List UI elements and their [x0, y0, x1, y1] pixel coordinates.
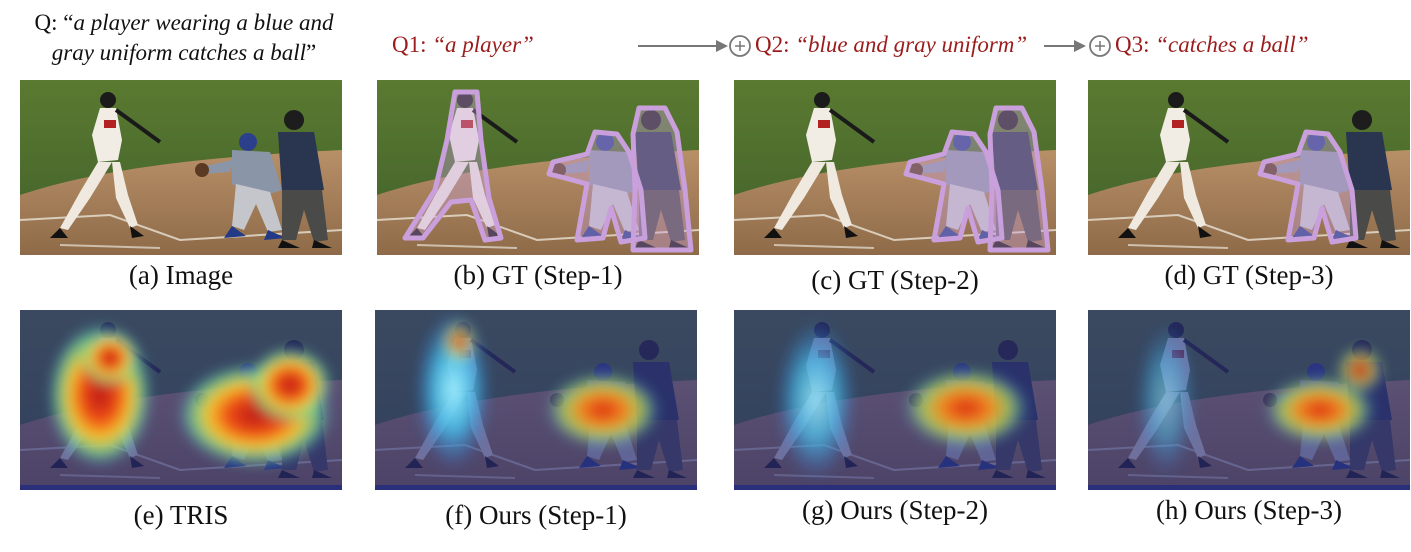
tris-heatmap	[20, 310, 342, 490]
caption-h: (h) Ours (Step-3)	[1156, 495, 1342, 525]
step-query-3: Q3: “catches a ball”	[1115, 32, 1309, 57]
caption-a: (a) Image	[128, 260, 234, 290]
panel-ours-step2	[734, 310, 1056, 490]
caption-g: (g) Ours (Step-2)	[802, 495, 988, 525]
panel-gt-step1	[377, 80, 699, 255]
step-query-1: Q1: “a player”	[392, 32, 534, 57]
gt-mask-step2	[734, 80, 1056, 255]
arrow-plus-1	[638, 35, 751, 57]
caption-d: (d) GT (Step-3)	[1164, 260, 1334, 290]
gt-mask-step3	[1088, 80, 1410, 255]
query-line1: a player wearing a blue and	[73, 10, 334, 35]
panel-gt-step2	[734, 80, 1056, 255]
baseball-scene-image	[20, 80, 342, 255]
query-line2: gray uniform catches a ball	[51, 40, 307, 65]
caption-f: (f) Ours (Step-1)	[445, 500, 627, 530]
arrow-right-icon	[638, 40, 728, 52]
arrow-right-icon	[1044, 40, 1086, 52]
caption-c: (c) GT (Step-2)	[811, 265, 979, 295]
query-text: Q: “a player wearing a blue and gray uni…	[34, 10, 334, 65]
step-query-2: Q2: “blue and gray uniform”	[755, 32, 1028, 57]
ours-step3-heatmap	[1088, 310, 1410, 490]
caption-b: (b) GT (Step-1)	[453, 260, 623, 290]
plus-circle-icon	[1089, 35, 1111, 57]
panel-image	[20, 80, 342, 255]
gt-mask-step1	[377, 80, 699, 255]
panel-ours-step1	[375, 310, 697, 490]
plus-circle-icon	[729, 35, 751, 57]
arrow-plus-2	[1044, 35, 1111, 57]
ours-step2-heatmap	[734, 310, 1056, 490]
caption-e: (e) TRIS	[133, 500, 229, 530]
panel-gt-step3	[1088, 80, 1410, 255]
panel-tris	[20, 310, 342, 490]
panel-ours-step3	[1088, 310, 1410, 490]
ours-step1-heatmap	[375, 310, 697, 490]
